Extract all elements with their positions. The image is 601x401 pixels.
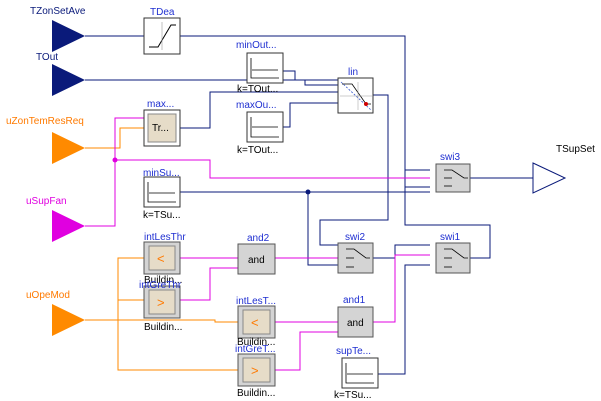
block-param-maxou: k=TOut...: [237, 145, 278, 156]
block-intlesthr[interactable]: < intLesThr Buildin...: [143, 232, 186, 286]
input-port-uzontemresreq[interactable]: uZonTemResReq: [6, 116, 85, 164]
block-label-intgret: intGreT...: [235, 344, 276, 355]
block-minsu[interactable]: minSu... k=TSu...: [143, 168, 181, 221]
wire-intgret-and1: [275, 331, 338, 371]
output-port-tsupset[interactable]: TSupSet: [532, 144, 595, 194]
block-swi2[interactable]: swi2: [337, 232, 374, 274]
block-label-lin: lin: [348, 67, 358, 78]
block-and1[interactable]: and and1: [337, 295, 374, 338]
wire-supte-swi1: [378, 264, 430, 375]
wire-swi2-swi1: [373, 244, 430, 259]
block-minout[interactable]: minOut... k=TOut...: [236, 40, 284, 95]
block-symbol-intlest: <: [251, 315, 259, 330]
output-label-tsupset: TSupSet: [556, 144, 595, 155]
input-port-usupfan[interactable]: uSupFan: [26, 196, 85, 242]
wire-maxou-lin: [283, 102, 338, 128]
block-inner-and2: and: [248, 255, 265, 266]
block-sub-intlest: Buildin...: [237, 337, 275, 348]
switch-icon: [444, 169, 468, 179]
wire-intgrethr-and2: [180, 267, 238, 301]
wire-swi1-swi3: [404, 169, 491, 259]
block-symbol-intgret: >: [251, 363, 259, 378]
junction-dot-usupfan: [112, 157, 118, 163]
input-port-tout[interactable]: TOut: [36, 52, 85, 96]
block-intgret[interactable]: > intGreT... Buildin...: [235, 344, 276, 399]
block-label-swi1: swi1: [440, 232, 460, 243]
wire-uopemod-intgret: [117, 320, 238, 371]
block-inner-max: Tr...: [152, 123, 169, 134]
block-label-maxou: maxOu...: [236, 100, 277, 111]
block-sub-intgret: Buildin...: [237, 388, 275, 399]
block-max[interactable]: Tr... max...: [143, 99, 181, 147]
wire-tdea-lin: [180, 35, 430, 188]
input-port-tzonsetave[interactable]: TZonSetAve: [30, 6, 86, 52]
block-tdea[interactable]: TDea: [143, 7, 181, 55]
block-sub-intgrethr: Buildin...: [144, 322, 182, 333]
block-maxou[interactable]: maxOu... k=TOut...: [236, 100, 284, 156]
block-label-minsu: minSu...: [143, 168, 180, 179]
block-symbol-intgrethr: >: [157, 295, 165, 310]
block-param-minsu: k=TSu...: [143, 210, 181, 221]
wires: [85, 35, 533, 375]
input-label-tzonsetave: TZonSetAve: [30, 6, 86, 17]
interpolation-icon: [364, 102, 368, 106]
wire-uopemod-bus: [85, 257, 144, 321]
block-intgrethr[interactable]: > intGreThr Buildin...: [139, 280, 182, 333]
input-port-uopemod[interactable]: uOpeMod: [26, 290, 85, 336]
wire-max-lin: [180, 91, 338, 129]
block-param-minout: k=TOut...: [237, 84, 278, 95]
input-label-uzontemresreq: uZonTemResReq: [6, 116, 84, 127]
block-label-and2: and2: [247, 233, 270, 244]
junction-dot-minsu: [305, 189, 311, 195]
block-sub-intlesthr: Buildin...: [144, 275, 182, 286]
block-inner-and1: and: [347, 318, 364, 329]
wire-lin-swi2: [319, 94, 389, 246]
wire-minout-lin: [283, 70, 338, 81]
block-supte[interactable]: supTe... k=TSu...: [334, 346, 379, 401]
block-param-supte: k=TSu...: [334, 390, 372, 401]
block-swi1[interactable]: swi1: [435, 232, 471, 274]
switch-icon: [444, 248, 468, 259]
switch-icon: [346, 248, 370, 259]
block-label-intgrethr: intGreThr: [139, 280, 182, 291]
wire-uopemod-intlest: [118, 319, 238, 323]
block-symbol-intlesthr: <: [157, 251, 165, 266]
block-label-supte: supTe...: [336, 346, 371, 357]
block-label-intlest: intLesT...: [236, 296, 276, 307]
block-label-tdea: TDea: [150, 7, 175, 18]
block-intlest[interactable]: < intLesT... Buildin...: [236, 296, 276, 348]
input-label-uopemod: uOpeMod: [26, 290, 70, 301]
wire-usupfan-max: [114, 117, 144, 160]
input-label-usupfan: uSupFan: [26, 196, 67, 207]
block-swi3[interactable]: swi3: [435, 152, 471, 193]
block-label-swi2: swi2: [345, 232, 365, 243]
block-lin[interactable]: lin: [337, 67, 374, 114]
wire-and1-swi1: [373, 254, 430, 323]
block-label-intlesthr: intLesThr: [144, 232, 186, 243]
wire-tout-lin: [85, 79, 338, 86]
block-and2[interactable]: and and2: [237, 233, 276, 275]
block-label-swi3: swi3: [440, 152, 460, 163]
deadband-icon: [149, 24, 176, 48]
input-label-tout: TOut: [36, 52, 58, 63]
block-label-max: max...: [147, 99, 174, 110]
block-label-and1: and1: [343, 295, 366, 306]
wire-usupfan-swi3: [85, 159, 430, 227]
wire-uzontemresreq-max: [85, 127, 144, 149]
wire-minsu-swi2: [307, 192, 338, 266]
block-label-minout: minOut...: [236, 40, 277, 51]
